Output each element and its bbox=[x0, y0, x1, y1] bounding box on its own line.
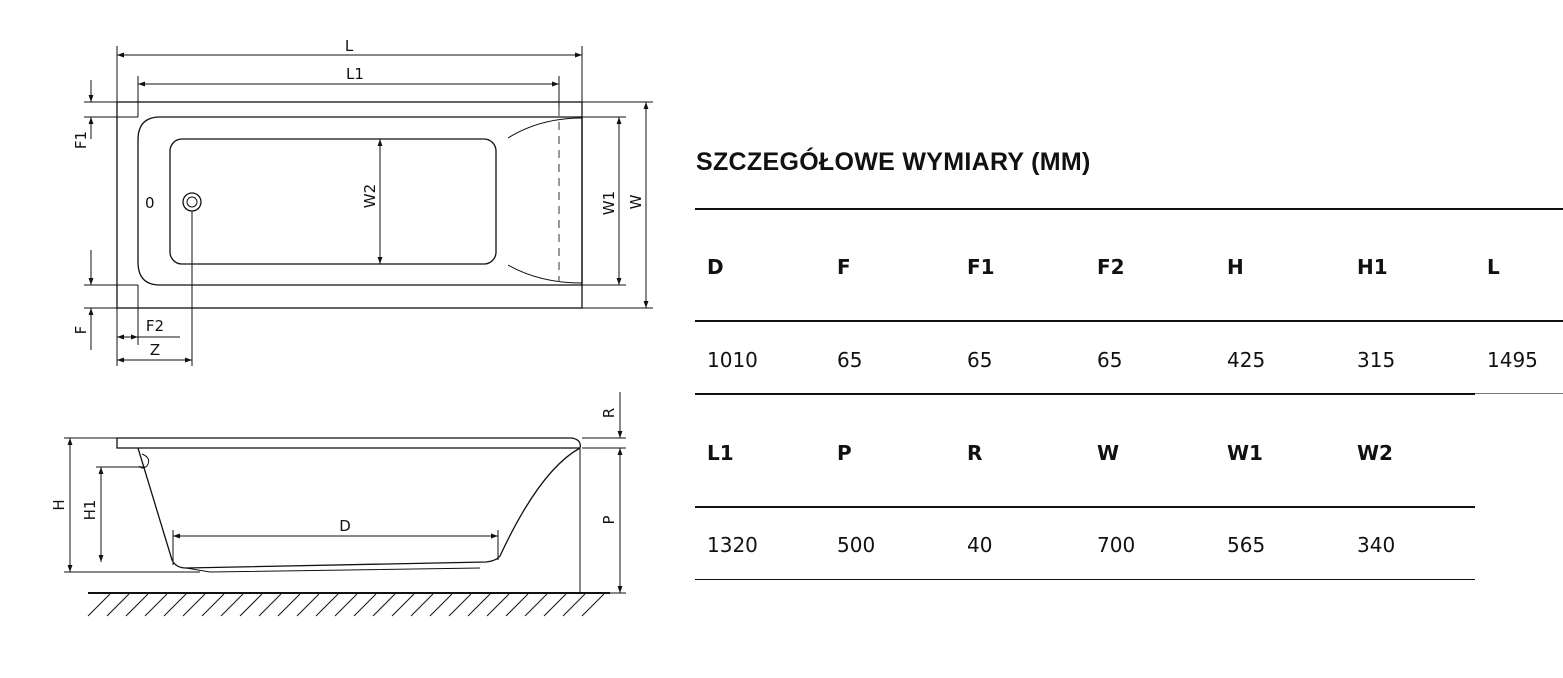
drain-icon bbox=[182, 192, 202, 212]
hatch-stroke bbox=[125, 593, 149, 617]
backrest-slope-top bbox=[507, 117, 583, 139]
backrest-slope-bottom bbox=[507, 264, 583, 284]
table-rule-3 bbox=[695, 506, 1475, 508]
table-rule-2a bbox=[695, 393, 1475, 395]
tub-body-profile bbox=[137, 447, 581, 569]
label-H: H bbox=[50, 499, 68, 510]
header-F1: F1 bbox=[967, 255, 995, 279]
table-rule-bottom bbox=[695, 579, 1475, 580]
hatch-stroke bbox=[106, 593, 130, 617]
hatch-stroke bbox=[163, 593, 187, 617]
hatch-stroke bbox=[277, 593, 301, 617]
label-F1: F1 bbox=[72, 131, 90, 149]
hatch-stroke bbox=[87, 593, 111, 617]
header-W1: W1 bbox=[1227, 441, 1263, 465]
hatch-stroke bbox=[391, 593, 415, 617]
header-D: D bbox=[707, 255, 724, 279]
value-H1: 315 bbox=[1357, 348, 1396, 372]
label-L1: L1 bbox=[346, 65, 364, 83]
floor-hatching bbox=[87, 593, 605, 617]
hatch-stroke bbox=[353, 593, 377, 617]
value-L: 1495 bbox=[1487, 348, 1538, 372]
label-Z: Z bbox=[150, 341, 160, 359]
hatch-stroke bbox=[182, 593, 206, 617]
header-F: F bbox=[837, 255, 851, 279]
hatch-stroke bbox=[562, 593, 586, 617]
label-P: P bbox=[600, 515, 618, 524]
value-W1: 565 bbox=[1227, 533, 1266, 557]
hatch-stroke bbox=[581, 593, 605, 617]
hatch-stroke bbox=[524, 593, 548, 617]
hatch-stroke bbox=[315, 593, 339, 617]
hatch-stroke bbox=[220, 593, 244, 617]
value-D: 1010 bbox=[707, 348, 758, 372]
value-F: 65 bbox=[837, 348, 863, 372]
value-L1: 1320 bbox=[707, 533, 758, 557]
header-W2: W2 bbox=[1357, 441, 1393, 465]
value-P: 500 bbox=[837, 533, 876, 557]
header-F2: F2 bbox=[1097, 255, 1125, 279]
value-W: 700 bbox=[1097, 533, 1136, 557]
dimensions-title: SZCZEGÓŁOWE WYMIARY (MM) bbox=[696, 148, 1091, 176]
hatch-stroke bbox=[505, 593, 529, 617]
table-rule-2b bbox=[1475, 393, 1563, 394]
tub-outer-rim bbox=[116, 101, 583, 309]
label-W1: W1 bbox=[600, 191, 618, 215]
top-view: 0 L L1 F1 F F2 Z W2 bbox=[72, 37, 653, 366]
header-P: P bbox=[837, 441, 852, 465]
header-R: R bbox=[967, 441, 983, 465]
label-L: L bbox=[345, 37, 354, 55]
hatch-stroke bbox=[239, 593, 263, 617]
hatch-stroke bbox=[429, 593, 453, 617]
hatch-stroke bbox=[296, 593, 320, 617]
value-F1: 65 bbox=[967, 348, 993, 372]
hatch-stroke bbox=[543, 593, 567, 617]
value-W2: 340 bbox=[1357, 533, 1396, 557]
hatch-stroke bbox=[448, 593, 472, 617]
label-W: W bbox=[627, 194, 645, 209]
value-R: 40 bbox=[967, 533, 993, 557]
hatch-stroke bbox=[410, 593, 434, 617]
label-F2: F2 bbox=[146, 317, 164, 335]
tub-bottom-floor bbox=[169, 138, 497, 265]
label-F: F bbox=[72, 326, 90, 335]
header-W: W bbox=[1097, 441, 1120, 465]
header-L: L bbox=[1487, 255, 1500, 279]
hatch-stroke bbox=[486, 593, 510, 617]
label-H1: H1 bbox=[81, 500, 99, 521]
table-rule-top bbox=[695, 208, 1563, 210]
label-D: D bbox=[339, 517, 351, 535]
value-F2: 65 bbox=[1097, 348, 1123, 372]
table-rule-1 bbox=[695, 320, 1563, 322]
label-W2: W2 bbox=[361, 184, 379, 208]
hatch-stroke bbox=[258, 593, 282, 617]
header-H1: H1 bbox=[1357, 255, 1388, 279]
tub-inner-basin bbox=[137, 116, 583, 286]
hatch-stroke bbox=[334, 593, 358, 617]
label-R: R bbox=[600, 408, 618, 418]
hatch-stroke bbox=[201, 593, 225, 617]
hatch-stroke bbox=[144, 593, 168, 617]
tub-rim-profile bbox=[116, 437, 581, 449]
header-L1: L1 bbox=[707, 441, 734, 465]
value-H: 425 bbox=[1227, 348, 1266, 372]
hatch-stroke bbox=[372, 593, 396, 617]
overflow-outlet bbox=[138, 453, 150, 469]
side-view: R P H H1 D bbox=[50, 392, 626, 617]
header-H: H bbox=[1227, 255, 1244, 279]
overflow-label: 0 bbox=[145, 194, 155, 212]
hatch-stroke bbox=[467, 593, 491, 617]
